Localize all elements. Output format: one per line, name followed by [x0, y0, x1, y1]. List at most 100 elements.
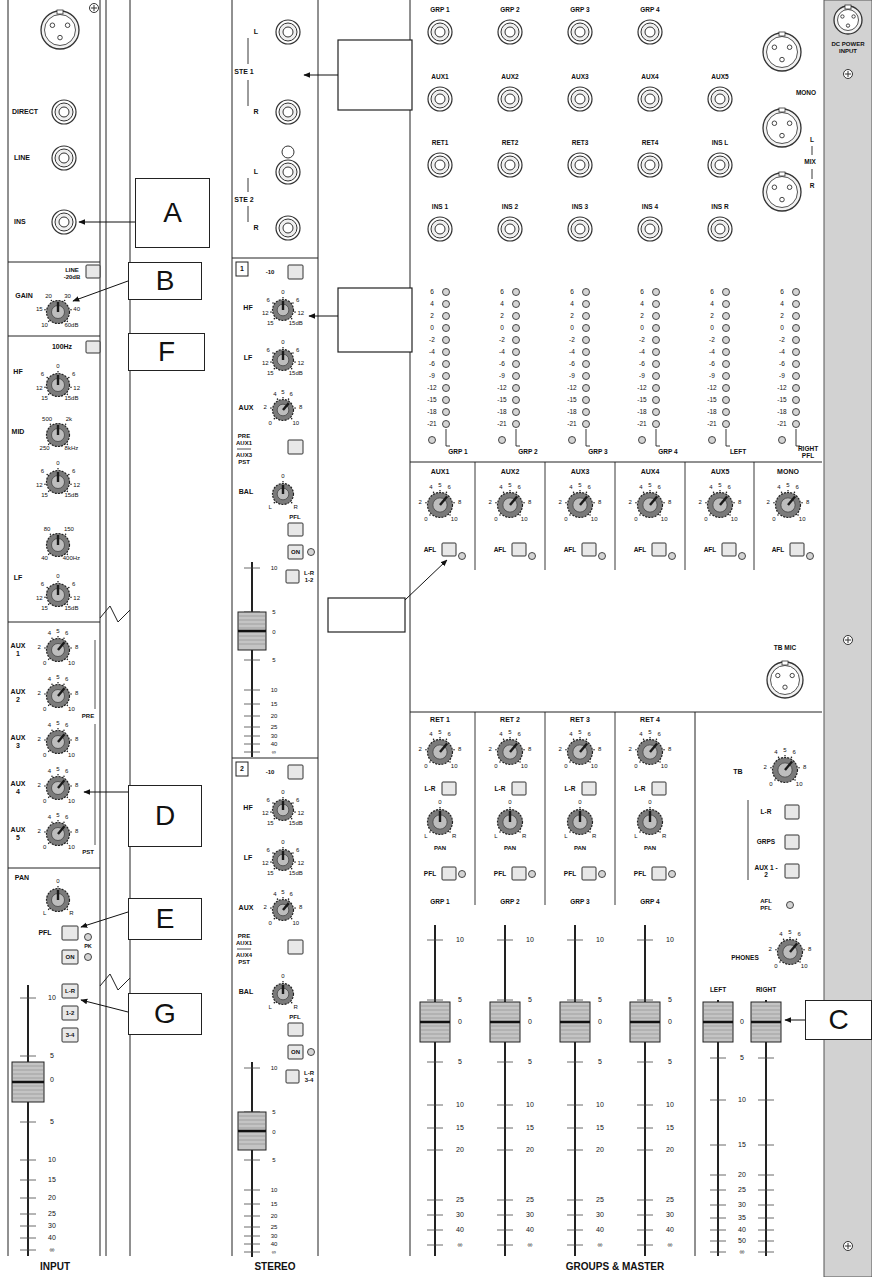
- fader-cap-grip: [13, 1082, 43, 1083]
- jack-ring: [501, 90, 519, 108]
- scale-dot: [57, 468, 59, 470]
- push-button: [288, 940, 303, 954]
- fader-scale: 30: [596, 1211, 604, 1219]
- scale-number: R: [452, 833, 456, 840]
- meter-scale: 0: [710, 324, 714, 331]
- scale-number: 0: [634, 516, 637, 523]
- fader-cap-grip: [704, 1022, 732, 1023]
- jack-ring: [279, 163, 297, 181]
- led: [443, 349, 450, 356]
- scale-dot: [586, 739, 588, 741]
- led: [513, 325, 520, 332]
- control-label: PRE: [238, 433, 250, 440]
- knob-skirt: [47, 471, 70, 494]
- xlr-socket: [41, 11, 79, 49]
- scale-dot: [274, 818, 276, 820]
- scale-dot: [783, 939, 785, 941]
- fader-cap-line: [560, 1021, 590, 1024]
- knob-skirt: [47, 301, 70, 324]
- led: [443, 385, 450, 392]
- push-button: [652, 543, 666, 556]
- control-label: LEFT: [730, 448, 746, 455]
- control-label: GRP 1: [430, 6, 449, 13]
- scale-dot: [796, 939, 798, 941]
- push-button: [512, 543, 526, 556]
- knob-skirt: [47, 889, 70, 912]
- led: [669, 553, 676, 560]
- led: [653, 409, 660, 416]
- fader-cap-grip: [13, 1094, 43, 1095]
- scale-number: 0: [269, 919, 272, 926]
- scale-number: 10: [661, 516, 668, 523]
- screw-slot: [848, 1243, 849, 1249]
- fader-scale: 10: [596, 936, 604, 944]
- knob-skirt: [47, 777, 70, 800]
- scale-number: 5: [281, 389, 284, 396]
- scale-dot: [44, 309, 46, 311]
- scale-number: 4: [48, 814, 51, 821]
- jack-socket: [276, 20, 300, 44]
- push-button: [722, 543, 736, 556]
- rear-panel: [824, 0, 872, 1277]
- knob-pointer: [440, 744, 447, 752]
- scale-number: 12: [297, 310, 304, 317]
- leader-arrow: [84, 792, 128, 793]
- fader-scale: 25: [738, 1186, 746, 1194]
- scale-dot: [663, 502, 665, 504]
- meter-scale: -6: [429, 360, 435, 367]
- control-label: LF: [244, 854, 253, 862]
- xlr-pin: [780, 197, 785, 202]
- fader-tick: [427, 940, 443, 941]
- control-label: HF: [243, 804, 252, 812]
- scale-dot: [67, 909, 69, 911]
- control-label: AFL PFL: [756, 898, 776, 911]
- callout-box: D: [128, 785, 202, 847]
- knob-pointer: [580, 744, 587, 752]
- jack-hole: [505, 224, 515, 234]
- scale-number: 0: [508, 799, 511, 806]
- scale-number: R: [69, 910, 73, 917]
- scale-dot: [48, 554, 50, 556]
- meter-scale: 0: [570, 324, 574, 331]
- fader-scale: ∞: [740, 1248, 745, 1256]
- jack-ring: [641, 90, 659, 108]
- fader-cap-grip: [704, 1038, 732, 1039]
- scale-dot: [294, 861, 296, 863]
- led: [793, 373, 800, 380]
- scale-dot: [713, 492, 715, 494]
- xlr-pin: [780, 133, 785, 138]
- meter-scale: 0: [500, 324, 504, 331]
- fader-tick: [244, 1244, 260, 1245]
- fader-scale: 5: [272, 657, 275, 664]
- jack-hole: [715, 160, 725, 170]
- scale-dot: [516, 492, 518, 494]
- scale-number: 10: [41, 322, 48, 329]
- push-button: [790, 543, 804, 556]
- scale-number: 15dB: [64, 492, 78, 499]
- fader-cap-grip: [239, 1120, 265, 1121]
- panel-line: [656, 429, 657, 446]
- fader-tick: [637, 1105, 653, 1106]
- fader-tick: [637, 1128, 653, 1129]
- fader-tick: [20, 1122, 36, 1123]
- jack-hole: [283, 167, 293, 177]
- jack-ring: [711, 220, 729, 238]
- scale-number: 2: [264, 904, 267, 911]
- fader-tick: [497, 1245, 513, 1246]
- scale-number: 5: [56, 812, 59, 819]
- xlr-pin: [846, 24, 849, 27]
- led: [653, 373, 660, 380]
- knob-pointer: [282, 485, 284, 494]
- led: [443, 325, 450, 332]
- fader-scale: 40: [738, 1226, 746, 1234]
- scale-number: 5: [508, 729, 511, 736]
- fader-cap-grip: [239, 640, 265, 641]
- fader-cap-grip: [752, 1026, 780, 1027]
- fader-cap-grip: [752, 1034, 780, 1035]
- fader-cap-grip: [421, 1022, 449, 1023]
- panel-line: [8, 868, 100, 869]
- scale-dot: [64, 300, 66, 302]
- fader-scale: 10: [666, 1101, 674, 1109]
- fader-scale: 10: [596, 1101, 604, 1109]
- control-label: PAN: [434, 845, 446, 852]
